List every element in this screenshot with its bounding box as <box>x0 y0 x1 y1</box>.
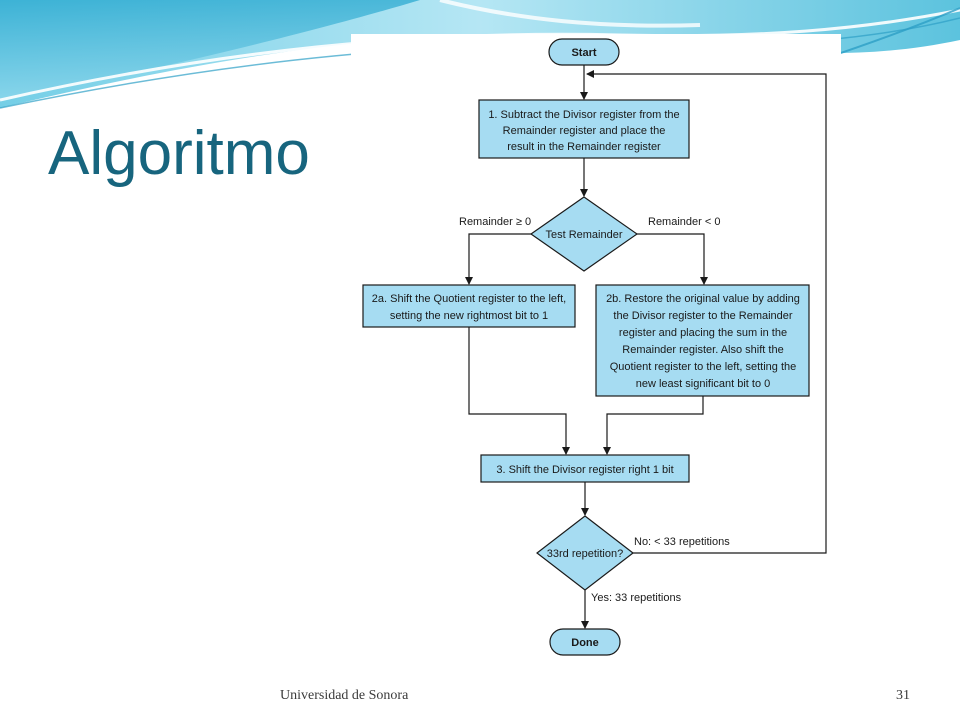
done-terminal <box>549 628 621 656</box>
test-remainder-label: Test Remainder <box>545 229 622 241</box>
arrow-test1-step2b <box>637 233 708 285</box>
step2b-line1: 2b. Restore the original value by adding <box>606 293 800 305</box>
branch-left-label: Remainder ≥ 0 <box>459 216 531 228</box>
step1-line3: result in the Remainder register <box>507 141 661 153</box>
branch-right-label: Remainder < 0 <box>648 216 720 228</box>
arrow-test1-step2a <box>465 233 531 285</box>
step2a-line2: setting the new rightmost bit to 1 <box>390 310 548 322</box>
step1-line1: 1. Subtract the Divisor register from th… <box>488 109 679 121</box>
exit-label: Yes: 33 repetitions <box>591 592 682 604</box>
arrow-step2a-step3 <box>468 327 570 455</box>
step3-box <box>480 454 690 483</box>
step2b-line2: the Divisor register to the Remainder <box>613 310 792 322</box>
step2a-box <box>362 284 576 328</box>
step3-label: 3. Shift the Divisor register right 1 bi… <box>496 464 673 476</box>
footer-page-number: 31 <box>896 688 910 703</box>
step2b-line6: new least significant bit to 0 <box>636 378 771 390</box>
start-label: Start <box>571 47 596 59</box>
step2b-line3: register and placing the sum in the <box>619 327 787 339</box>
step2a-line1: 2a. Shift the Quotient register to the l… <box>372 293 566 305</box>
step2b-box <box>595 284 810 397</box>
repetition-label: 33rd repetition? <box>547 548 623 560</box>
footer-institution: Universidad de Sonora <box>280 688 409 703</box>
flowchart-panel: Start 1. Subtract the Divisor register f… <box>351 34 841 662</box>
step2b-line4: Remainder register. Also shift the <box>622 344 783 356</box>
slide-title: Algoritmo <box>48 119 310 188</box>
step2b-line5: Quotient register to the left, setting t… <box>610 361 797 373</box>
division-flowchart: Start 1. Subtract the Divisor register f… <box>362 38 827 656</box>
test-remainder-diamond <box>529 196 639 272</box>
arrow-step2b-step3 <box>603 396 704 455</box>
arrow-loop-back <box>586 70 827 554</box>
step1-box <box>478 99 690 159</box>
loop-label: No: < 33 repetitions <box>634 536 730 548</box>
done-label: Done <box>571 637 599 649</box>
step1-line2: Remainder register and place the <box>503 125 666 137</box>
